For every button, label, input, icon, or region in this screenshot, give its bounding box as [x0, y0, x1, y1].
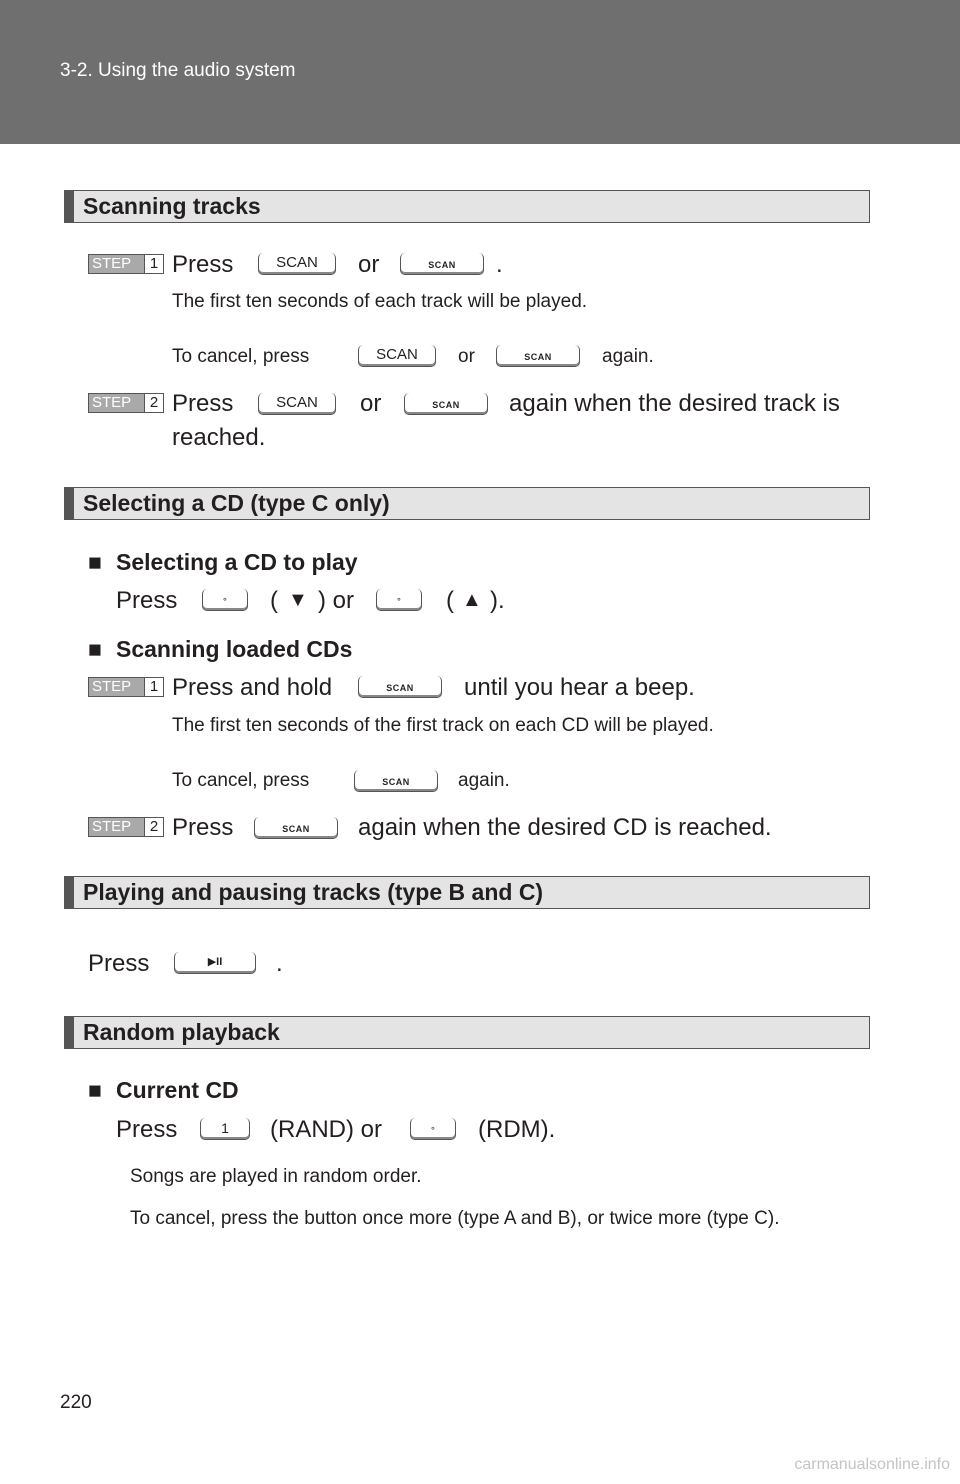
bullet-icon: ■ [88, 1077, 102, 1103]
bullet-icon: ■ [88, 549, 102, 575]
step-badge: STEP 2 [88, 817, 164, 837]
instruction-text: (RAND) or [270, 1116, 382, 1143]
section-heading-playing-pausing: Playing and pausing tracks (type B and C… [64, 876, 870, 909]
heading-accent-bar [65, 488, 74, 519]
step-number: 1 [144, 678, 163, 696]
press-text: Press [116, 1116, 178, 1143]
triangle-up-icon: ▲ [462, 589, 482, 611]
instruction-text: again when the desired track is [509, 390, 840, 417]
heading-accent-bar [65, 877, 74, 908]
note-text: The first ten seconds of the first track… [172, 715, 714, 736]
section-title: Selecting a CD (type C only) [83, 490, 390, 516]
period-text: . [276, 950, 283, 977]
heading-accent-bar [65, 191, 74, 222]
triangle-down-icon: ▼ [288, 589, 308, 611]
or-text: ) or [318, 587, 354, 614]
section-title: Playing and pausing tracks (type B and C… [83, 879, 544, 905]
scan-button-icon: SCAN [258, 253, 336, 275]
paren-text: ). [490, 587, 505, 614]
subheading: Selecting a CD to play [116, 549, 358, 575]
instruction-text: until you hear a beep. [464, 674, 695, 701]
scan-button-icon: SCAN [254, 817, 338, 839]
section-heading-selecting-cd: Selecting a CD (type C only) [64, 487, 870, 520]
step-badge: STEP 1 [88, 254, 164, 274]
heading-accent-bar [65, 1017, 74, 1048]
press-text: Press [88, 950, 150, 977]
press-text: Press [172, 390, 234, 417]
press-text: Press [172, 251, 234, 278]
paren-text: ( [446, 587, 454, 614]
breadcrumb: 3-2. Using the audio system [60, 60, 296, 81]
subheading: Current CD [116, 1077, 239, 1103]
step-badge: STEP 2 [88, 393, 164, 413]
cancel-text: To cancel, press [172, 346, 310, 367]
or-text: or [458, 346, 475, 367]
scan-button-icon: SCAN [258, 393, 336, 415]
scan-button-icon: SCAN [400, 253, 484, 275]
step-number: 2 [144, 818, 163, 836]
header-band [0, 0, 960, 144]
again-text: again. [602, 346, 654, 367]
step-label: STEP [92, 394, 132, 411]
or-text: or [358, 251, 380, 278]
step-label: STEP [92, 255, 132, 272]
period-text: . [496, 251, 503, 278]
step-label: STEP [92, 678, 132, 695]
note-text: Songs are played in random order. [130, 1166, 422, 1187]
instruction-text: again when the desired CD is reached. [358, 814, 772, 841]
scan-button-icon: SCAN [496, 345, 580, 367]
preset-1-button-icon: 1 [200, 1118, 250, 1140]
section-heading-random-playback: Random playback [64, 1016, 870, 1049]
step-label: STEP [92, 818, 132, 835]
scan-button-icon: SCAN [404, 393, 488, 415]
note-text: To cancel, press the button once more (t… [130, 1208, 780, 1229]
subheading: Scanning loaded CDs [116, 636, 353, 662]
scan-button-icon: SCAN [358, 345, 436, 367]
again-text: again. [458, 770, 510, 791]
step-number: 2 [144, 394, 163, 412]
preset-button-icon: ∘ [376, 589, 422, 611]
preset-button-icon: ∘ [410, 1118, 456, 1140]
scan-button-icon: SCAN [358, 676, 442, 698]
page-number: 220 [60, 1392, 92, 1413]
instruction-text: (RDM). [478, 1116, 556, 1143]
bullet-icon: ■ [88, 636, 102, 662]
step-badge: STEP 1 [88, 677, 164, 697]
play-pause-icon: ▶II [174, 952, 256, 974]
preset-button-icon: ∘ [202, 589, 248, 611]
section-title: Random playback [83, 1019, 280, 1045]
paren-text: ( [270, 587, 278, 614]
instruction-text: reached. [172, 424, 266, 451]
or-text: or [360, 390, 382, 417]
cancel-text: To cancel, press [172, 770, 310, 791]
note-text: The first ten seconds of each track will… [172, 291, 588, 312]
section-title: Scanning tracks [83, 193, 261, 219]
press-text: Press [172, 814, 234, 841]
watermark: carmanualsonline.info [794, 1456, 950, 1473]
scan-button-icon: SCAN [354, 770, 438, 792]
section-heading-scanning-tracks: Scanning tracks [64, 190, 870, 223]
step-number: 1 [144, 255, 163, 273]
press-text: Press [116, 587, 178, 614]
instruction-text: Press and hold [172, 674, 333, 701]
